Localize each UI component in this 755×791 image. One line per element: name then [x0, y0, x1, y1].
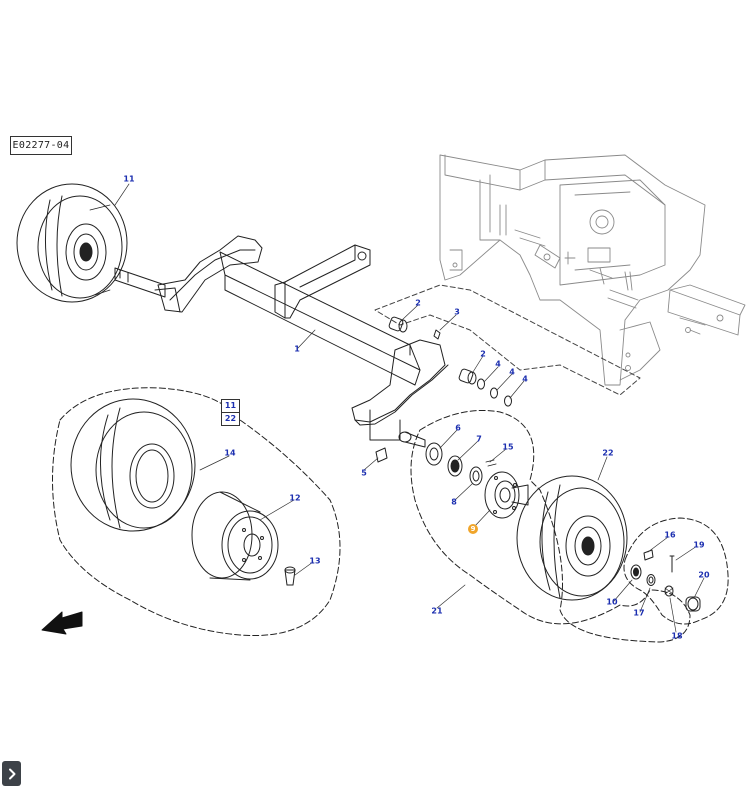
callout-10[interactable]: 10 — [606, 597, 618, 607]
callout-4[interactable]: 4 — [522, 374, 528, 384]
callout-2[interactable]: 2 — [480, 349, 486, 359]
detail-enclosure-hub — [410, 409, 691, 643]
rim-exploded — [191, 491, 279, 581]
callout-2[interactable]: 2 — [415, 298, 421, 308]
callout-4[interactable]: 4 — [509, 367, 515, 377]
detail-enclosure-wheel — [52, 387, 341, 637]
detail-enclosure-upper — [374, 284, 641, 396]
expand-panel-button[interactable] — [2, 761, 21, 786]
callout-22[interactable]: 22 — [602, 448, 614, 458]
callout-6[interactable]: 6 — [455, 423, 461, 433]
callout-11[interactable]: 11 — [123, 174, 135, 184]
chassis-frame — [439, 154, 746, 386]
callout-1[interactable]: 1 — [294, 344, 300, 354]
callout-21[interactable]: 21 — [431, 606, 443, 616]
callout-stack-top[interactable]: 11 — [224, 401, 237, 410]
chevron-right-icon — [8, 768, 15, 779]
callout-16[interactable]: 16 — [664, 530, 676, 540]
callout-19[interactable]: 19 — [693, 540, 705, 550]
callout-17[interactable]: 17 — [633, 608, 645, 618]
callout-3[interactable]: 3 — [454, 307, 460, 317]
callout-18[interactable]: 18 — [671, 631, 683, 641]
callout-9-highlighted[interactable]: 9 — [468, 524, 478, 534]
hub-parts — [425, 442, 529, 519]
spindle-left — [114, 267, 166, 298]
bushings-and-washers — [375, 316, 512, 463]
callout-20[interactable]: 20 — [698, 570, 710, 580]
tire-exploded — [70, 398, 196, 532]
valve-stem — [284, 566, 296, 586]
callout-7[interactable]: 7 — [476, 434, 482, 444]
wheel-right — [516, 475, 628, 601]
fasteners — [630, 549, 701, 612]
callout-15[interactable]: 15 — [502, 442, 514, 452]
detail-enclosure-fasteners — [623, 517, 729, 625]
callout-13[interactable]: 13 — [309, 556, 321, 566]
figure-reference-code: E02277-04 — [10, 136, 72, 155]
callout-5[interactable]: 5 — [361, 468, 367, 478]
callout-stack-bottom[interactable]: 22 — [222, 412, 239, 425]
leader-lines — [114, 183, 705, 633]
callout-14[interactable]: 14 — [224, 448, 236, 458]
callout-4[interactable]: 4 — [495, 359, 501, 369]
axle-beam — [154, 235, 449, 448]
callout-stack: 11 22 — [221, 399, 240, 426]
direction-arrow — [41, 611, 83, 635]
wheel-top-left — [16, 183, 128, 303]
callout-8[interactable]: 8 — [451, 497, 457, 507]
callout-12[interactable]: 12 — [289, 493, 301, 503]
